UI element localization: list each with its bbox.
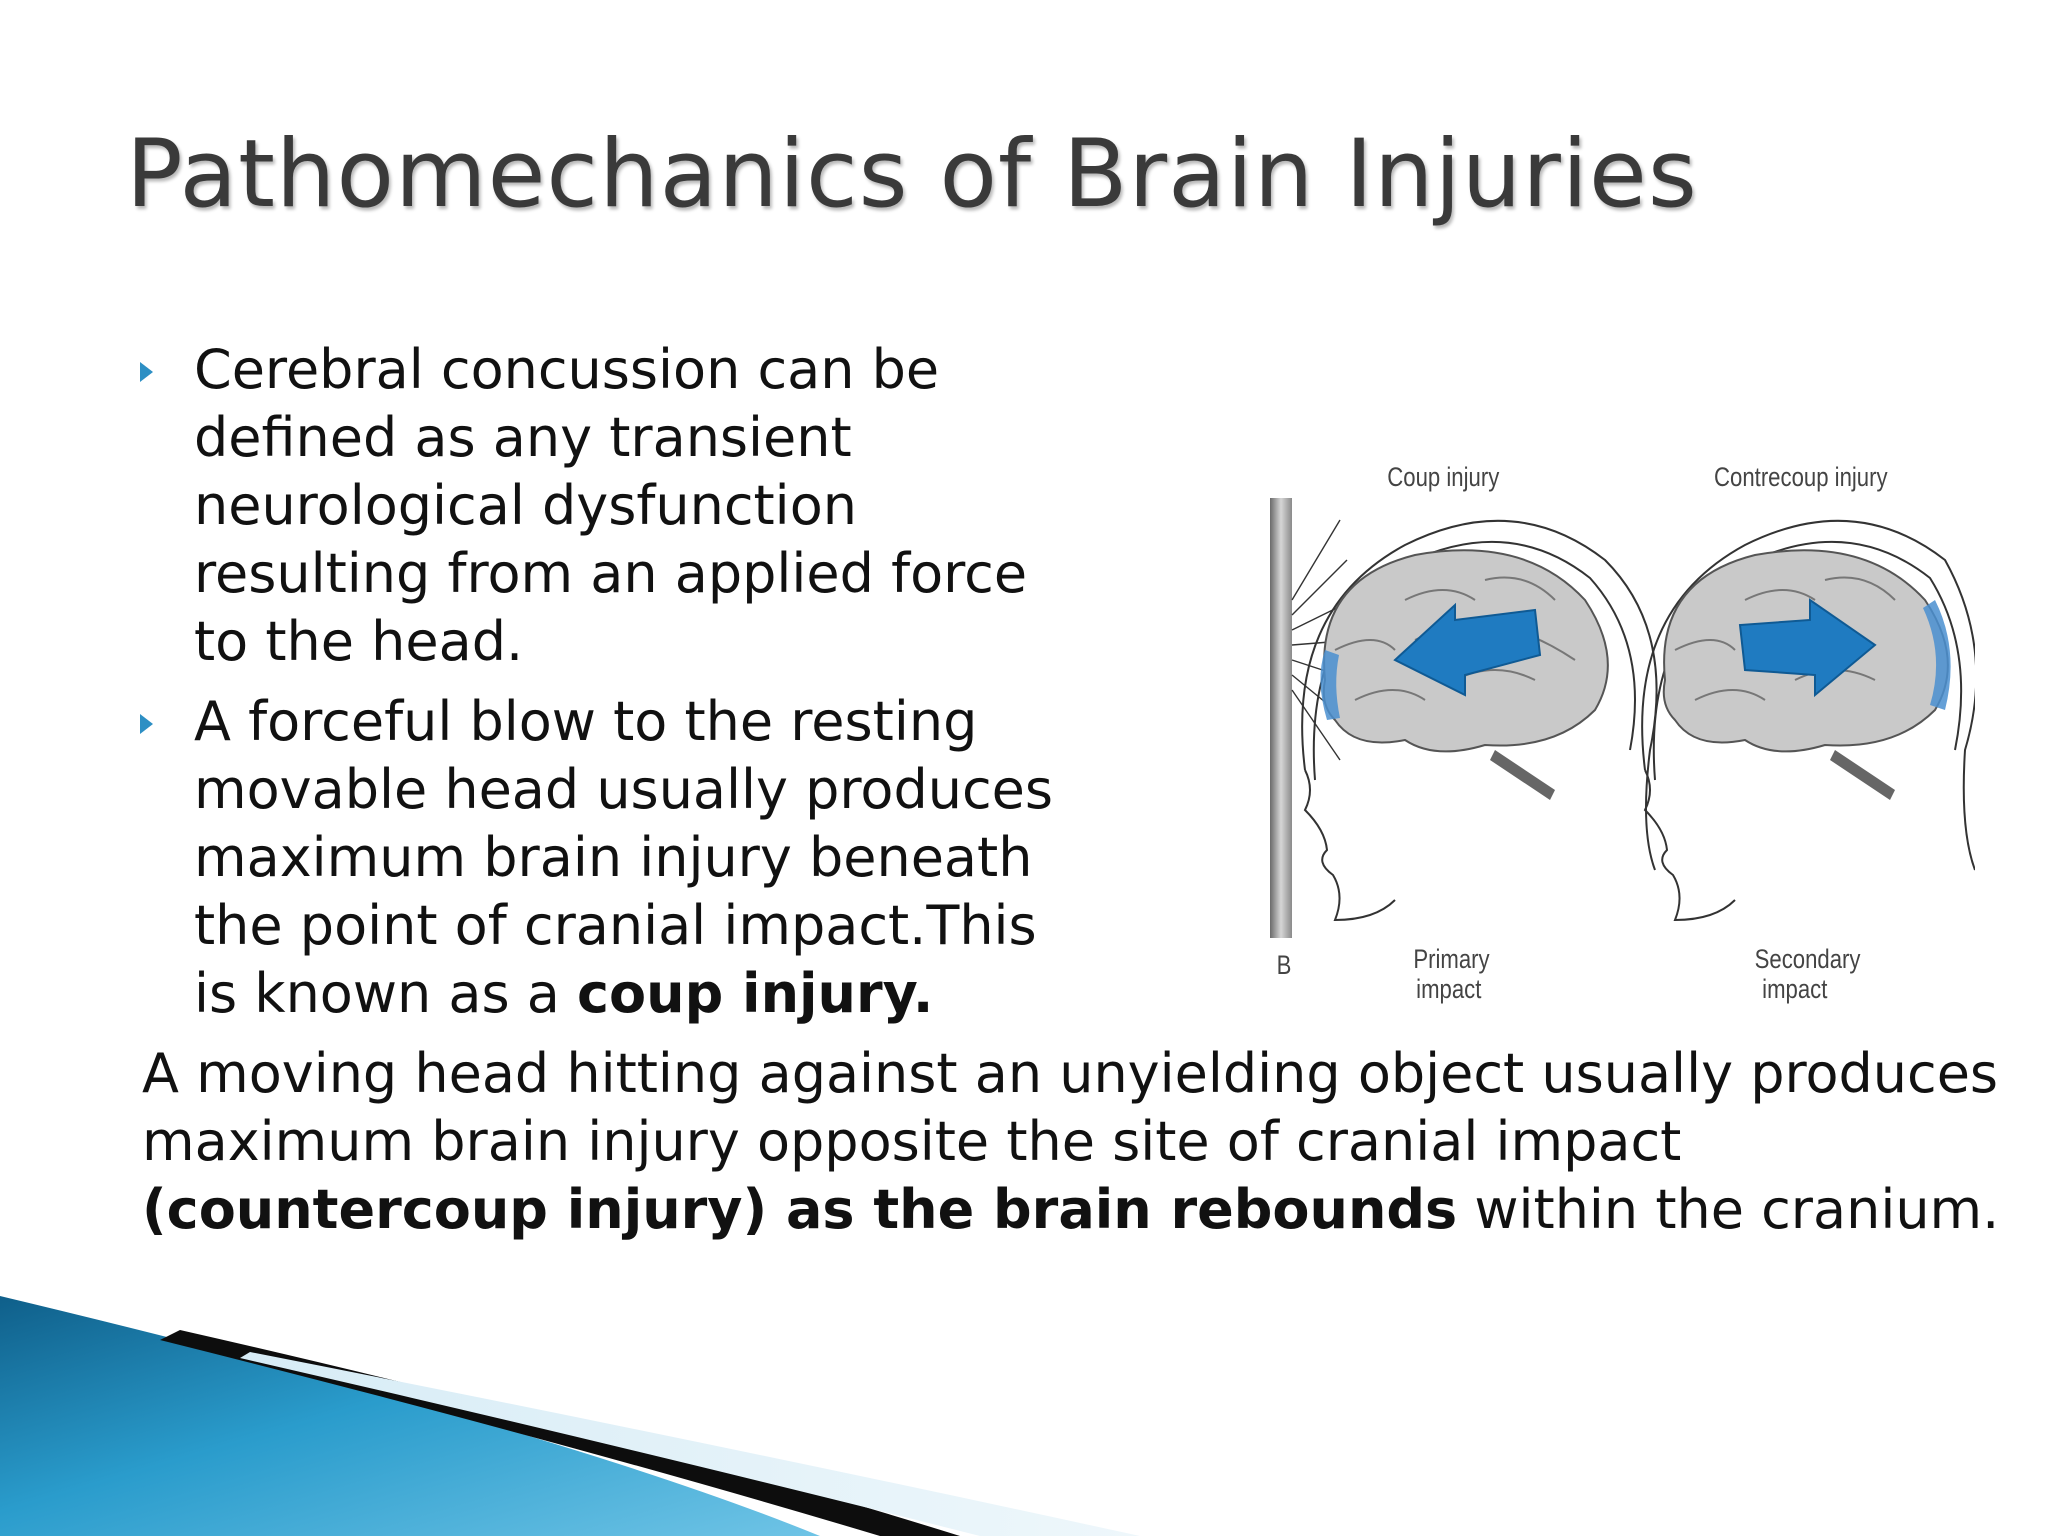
countercoup-paragraph: A moving head hitting against an unyield… <box>142 1040 2022 1244</box>
secondary-impact-label-line2: impact <box>1762 974 1828 1004</box>
arrow-contrecoup-icon <box>1738 598 1877 698</box>
panel-letter-label: B <box>1276 950 1292 980</box>
paragraph-text-end: within the cranium. <box>1457 1178 2000 1241</box>
primary-impact-label-line1: Primary <box>1413 944 1490 974</box>
primary-impact-label-line2: impact <box>1416 974 1482 1004</box>
contrecoup-injury-label: Contrecoup injury <box>1714 462 1888 492</box>
arrow-coup-icon <box>1393 602 1542 697</box>
secondary-impact-label-line1: Secondary <box>1754 944 1861 974</box>
wall-shape <box>1270 498 1292 938</box>
paragraph-bold-text: (countercoup injury) as the brain reboun… <box>142 1178 1458 1241</box>
brain-injury-figure: Coup injury Contrecoup injury B Primary … <box>1255 450 1978 1020</box>
bullet-text: A forceful blow to the resting movable h… <box>194 690 1054 1025</box>
paragraph-text: A moving head hitting against an unyield… <box>142 1042 1999 1173</box>
bullet-list: Cerebral concussion can be defined as an… <box>136 336 1096 1040</box>
bullet-bold-term: coup injury. <box>577 962 934 1025</box>
bullet-item-coup: A forceful blow to the resting movable h… <box>136 688 1096 1028</box>
bullet-text: Cerebral concussion can be defined as an… <box>194 338 1028 673</box>
bullet-arrow-icon <box>140 362 153 382</box>
bullet-arrow-icon <box>140 714 153 734</box>
coup-contrecoup-illustration <box>1270 498 1978 938</box>
slide-title: Pathomechanics of Brain Injuries <box>126 120 1698 229</box>
bullet-item-concussion: Cerebral concussion can be defined as an… <box>136 336 1096 676</box>
coup-injury-label: Coup injury <box>1387 462 1500 492</box>
